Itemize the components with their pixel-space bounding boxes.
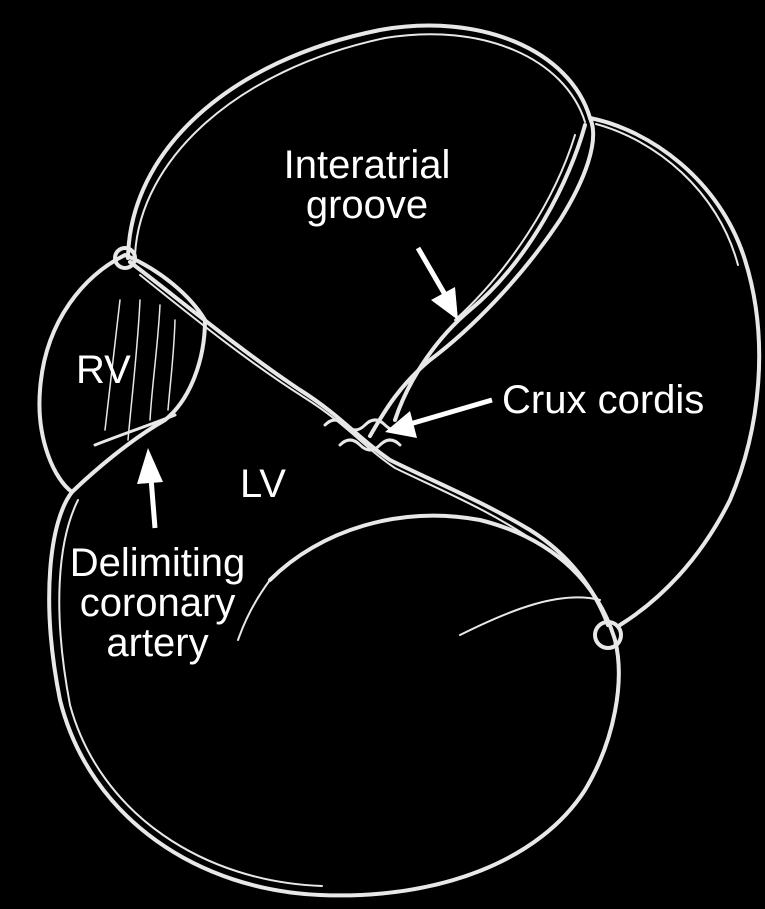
lv-inner-stroke [238,580,600,640]
delimiting-line3: artery [45,623,270,663]
lv-label: LV [240,464,286,504]
interatrial-arrow [418,248,458,320]
delimiting-line2: coronary [45,583,270,623]
delimiting-arrow [137,448,163,528]
right-atrium-outline-2 [596,124,738,265]
right-atrium-outline [590,118,759,625]
interatrial-line2: groove [262,185,472,225]
rv-label: RV [76,350,131,390]
delimiting-line1: Delimiting [45,543,270,583]
left-atrium-outline [128,26,593,436]
delimiting-coronary-artery-label: Delimiting coronary artery [45,543,270,663]
crux-cordis-label: Crux cordis [502,380,704,420]
interatrial-groove-label: Interatrial groove [262,145,472,225]
interatrial-line1: Interatrial [262,145,472,185]
